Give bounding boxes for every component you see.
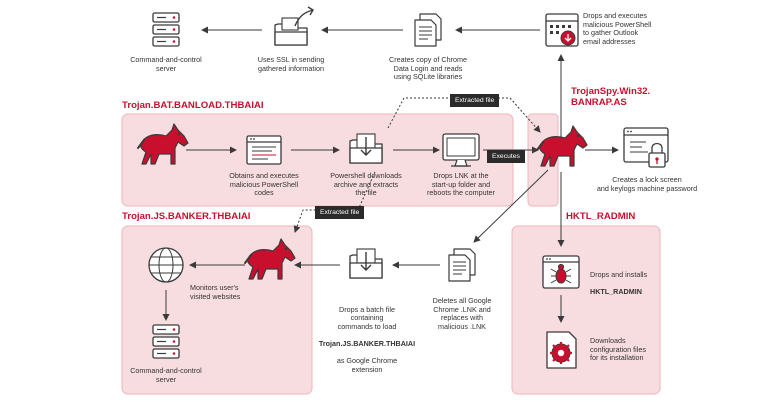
trojan-horse-icon-banload — [137, 123, 189, 172]
group-label-radmin: HKTL_RADMIN — [566, 211, 636, 222]
server-icon-top — [152, 12, 180, 47]
powershell-browser-icon — [246, 135, 282, 165]
caption-batch-bold: Trojan.JS.BANKER.THBAIAI — [318, 338, 416, 348]
server-icon-bottom — [152, 324, 180, 359]
email-calendar-icon — [545, 13, 579, 47]
caption-deletes: Deletes all Google Chrome .LNK and repla… — [432, 296, 492, 331]
radmin-install-icon — [542, 255, 580, 289]
tag-extracted-file-1: Extracted file — [450, 94, 500, 107]
tag-extracted-file-2: Extracted file — [315, 206, 365, 219]
computer-icon — [442, 133, 480, 167]
batch-folder-icon — [349, 248, 383, 279]
caption-cc-top: Command-and-control server — [130, 55, 202, 73]
caption-lnk-startup: Drops LNK at the start-up folder and reb… — [427, 171, 495, 198]
caption-monitors: Monitors user's visited websites — [190, 283, 241, 301]
caption-installs-pre: Drops and installs — [590, 269, 648, 279]
trojan-horse-icon-banker — [244, 238, 296, 287]
caption-batch-pre: Drops a batch file containing commands t… — [337, 304, 397, 331]
caption-ps-download: Powershell downloads archive and extract… — [330, 171, 402, 198]
caption-outlook: Drops and executes malicious PowerShell … — [583, 11, 652, 46]
arrow-extracted-file-1 — [387, 97, 541, 133]
tag-executes: Executes — [487, 150, 525, 163]
lnk-documents-icon — [448, 248, 476, 282]
caption-batch-post: as Google Chrome extension — [336, 356, 398, 374]
arrow-spy-to-docs — [473, 169, 549, 243]
caption-installs: Drops and installs HKTL_RADMIN — [590, 262, 660, 296]
caption-batch: Drops a batch file containing commands t… — [314, 297, 420, 374]
group-label-banker: Trojan.JS.BANKER.THBAIAI — [122, 211, 251, 222]
upload-folder-icon — [274, 6, 314, 46]
panel-radmin — [511, 225, 661, 395]
globe-icon — [148, 247, 184, 283]
copy-documents-icon — [414, 13, 442, 47]
caption-downloads-config: Downloads configuration files for its in… — [590, 336, 646, 363]
lock-screen-icon — [623, 127, 669, 168]
caption-ssl: Uses SSL in sending gathered information — [257, 55, 325, 73]
caption-lock-screen: Creates a lock screen and keylogs machin… — [596, 175, 698, 193]
caption-chrome-copy: Creates copy of Chrome Data Login and re… — [389, 55, 467, 82]
caption-installs-bold: HKTL_RADMIN — [590, 286, 642, 296]
group-label-banload: Trojan.BAT.BANLOAD.THBAIAI — [122, 100, 264, 111]
caption-obtains: Obtains and executes malicious PowerShel… — [229, 171, 299, 198]
group-label-spy: TrojanSpy.Win32. BANRAP.AS — [571, 86, 651, 108]
caption-cc-bottom: Command-and-control server — [130, 366, 202, 384]
config-file-icon — [546, 331, 577, 369]
